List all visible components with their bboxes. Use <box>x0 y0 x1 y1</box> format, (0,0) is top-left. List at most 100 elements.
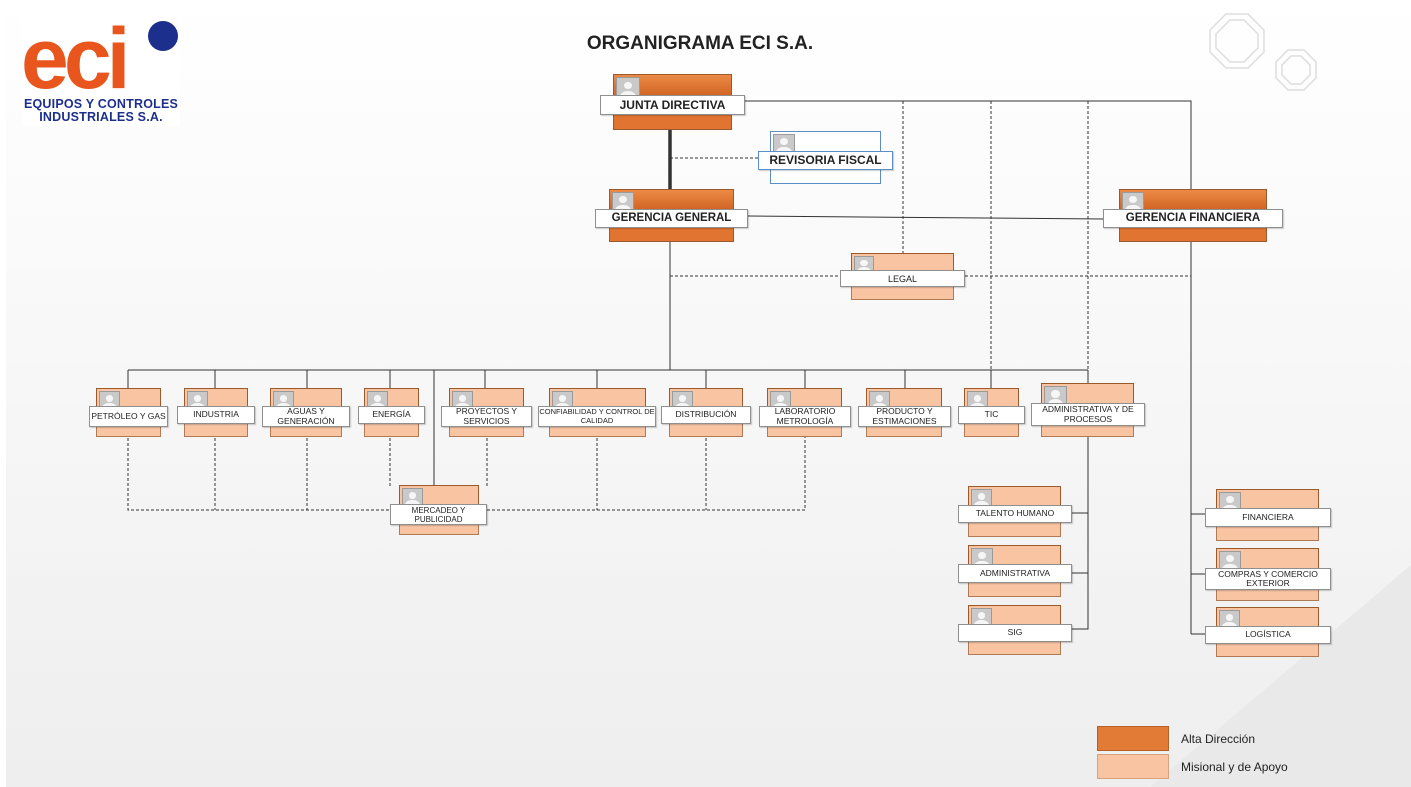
petroleo-y-gas-node: PETRÓLEO Y GAS <box>89 388 168 437</box>
producto-y-estimaciones-node-label: PRODUCTO Y ESTIMACIONES <box>858 406 951 427</box>
junta-directiva-node-label: JUNTA DIRECTIVA <box>600 95 745 115</box>
logistica-node-label: LOGÍSTICA <box>1205 626 1331 644</box>
compras-y-comercio-exterior-node-person-icon <box>1219 551 1241 573</box>
gerencia-general-node-bottom-tab <box>609 227 734 242</box>
industria-node-label: INDUSTRIA <box>177 406 255 424</box>
financiera-node-label: FINANCIERA <box>1205 508 1331 527</box>
person-icon-head <box>1051 390 1060 398</box>
aguas-y-generacion-node: AGUAS Y GENERACIÓN <box>262 388 350 437</box>
person-icon-body <box>1222 563 1238 572</box>
administrativa-node-text: ADMINISTRATIVA <box>979 567 1051 578</box>
legal-node: LEGAL <box>840 253 965 300</box>
dashed-advisory-lines <box>127 101 1191 511</box>
department-drop-lines <box>127 370 1089 390</box>
gerencia-general-node: GERENCIA GENERAL <box>595 189 748 242</box>
eci-logo-mark: eci <box>22 16 178 98</box>
laboratorio-metrologia-node-bottom-tab <box>767 426 842 437</box>
gerencia-general-node-header-bar <box>609 189 734 211</box>
legal-node-bottom-tab <box>851 286 954 300</box>
gerencia-general-node-text: GERENCIA GENERAL <box>611 212 732 225</box>
administrativa-sub-bus-line <box>1072 430 1089 630</box>
gerencia-financiera-node: GERENCIA FINANCIERA <box>1103 189 1283 242</box>
tic-node-text: TIC <box>984 409 999 420</box>
person-icon-head <box>973 395 982 402</box>
person-icon-head <box>623 81 633 90</box>
person-icon-head <box>105 395 114 402</box>
administrativa-y-de-procesos-node-label: ADMINISTRATIVA Y DE PROCESOS <box>1031 403 1145 426</box>
proyectos-y-servicios-node-text: PROYECTOS Y SERVICIOS <box>455 406 518 426</box>
person-icon-head <box>558 395 567 402</box>
compras-y-comercio-exterior-node-text: COMPRAS Y COMERCIO EXTERIOR <box>1218 568 1318 588</box>
gerencia-financiera-node-label: GERENCIA FINANCIERA <box>1103 209 1283 228</box>
distribucion-node-text: DISTRIBUCIÓN <box>675 409 737 420</box>
person-icon-head <box>1129 196 1137 204</box>
logo-name-line2: INDUSTRIALES S.A. <box>39 110 163 124</box>
proyectos-y-servicios-node: PROYECTOS Y SERVICIOS <box>441 388 532 437</box>
administrativa-y-de-procesos-node-text: ADMINISTRATIVA Y DE PROCESOS <box>1042 404 1134 424</box>
talento-humano-node-text: TALENTO HUMANO <box>975 508 1055 519</box>
person-icon-head <box>977 493 986 500</box>
administrativa-node-bottom-tab <box>968 582 1061 597</box>
logistica-node: LOGÍSTICA <box>1205 607 1331 657</box>
logistica-node-bottom-tab <box>1216 643 1319 657</box>
compras-y-comercio-exterior-node-bottom-tab <box>1216 589 1319 601</box>
aguas-y-generacion-node-text: AGUAS Y GENERACIÓN <box>277 406 335 426</box>
petroleo-y-gas-node-bottom-tab <box>96 426 161 437</box>
talento-humano-node-label: TALENTO HUMANO <box>958 505 1072 523</box>
legal-node-label: LEGAL <box>840 270 965 287</box>
energia-node-text: ENERGÍA <box>372 409 411 420</box>
background-wedge <box>1150 565 1411 787</box>
junta-to-finance-line <box>745 100 1192 634</box>
energia-node: ENERGÍA <box>358 388 425 437</box>
compras-y-comercio-exterior-node: COMPRAS Y COMERCIO EXTERIOR <box>1205 548 1331 601</box>
person-icon-head <box>776 395 785 402</box>
person-icon-head <box>875 395 884 402</box>
person-icon-head <box>678 395 687 402</box>
laboratorio-metrologia-node-label: LABORATORIO METROLOGÍA <box>759 406 851 427</box>
person-icon-head <box>780 138 788 146</box>
sig-node-label: SIG <box>958 624 1072 642</box>
person-icon-head <box>408 492 417 499</box>
logo-blue-dot <box>148 21 178 51</box>
logo-name-line1: EQUIPOS Y CONTROLES <box>23 97 179 111</box>
industria-node-bottom-tab <box>184 423 248 437</box>
confiabilidad-node: CONFIABILIDAD Y CONTROL DE CALIDAD <box>538 388 656 437</box>
producto-y-estimaciones-node-bottom-tab <box>866 426 942 437</box>
person-icon-body <box>1125 204 1141 213</box>
financiera-node-text: FINANCIERA <box>1242 511 1294 522</box>
revisoria-fiscal-node-person-icon <box>773 134 795 156</box>
person-icon-head <box>193 395 202 402</box>
revisoria-fiscal-node-label: REVISORIA FISCAL <box>758 151 893 170</box>
person-icon-head <box>279 395 288 402</box>
administrativa-y-de-procesos-node: ADMINISTRATIVA Y DE PROCESOS <box>1031 383 1145 437</box>
distribucion-node-label: DISTRIBUCIÓN <box>661 406 751 424</box>
legend-alta-label: Alta Dirección <box>1181 732 1256 746</box>
energia-node-label: ENERGÍA <box>358 406 425 424</box>
proyectos-y-servicios-node-label: PROYECTOS Y SERVICIOS <box>441 406 532 427</box>
aguas-y-generacion-node-bottom-tab <box>270 426 342 437</box>
legend-alta-swatch <box>1097 726 1169 751</box>
person-icon-head <box>1226 496 1234 504</box>
confiabilidad-node-text: CONFIABILIDAD Y CONTROL DE CALIDAD <box>539 407 655 425</box>
mercadeo-y-publicidad-node-text: MERCADEO Y PUBLICIDAD <box>411 505 466 524</box>
person-icon-head <box>373 395 382 402</box>
talento-humano-node: TALENTO HUMANO <box>958 486 1072 537</box>
distribucion-node-bottom-tab <box>669 423 743 437</box>
producto-y-estimaciones-node: PRODUCTO Y ESTIMACIONES <box>858 388 951 437</box>
page-left-margin <box>0 0 6 787</box>
energia-node-bottom-tab <box>364 423 419 437</box>
person-icon-head <box>458 395 467 402</box>
industria-node: INDUSTRIA <box>177 388 255 437</box>
person-icon-head <box>978 552 986 560</box>
page-title: ORGANIGRAMA ECI S.A. <box>586 33 814 54</box>
junta-directiva-node-header-bar <box>613 74 732 97</box>
confiabilidad-node-bottom-tab <box>549 426 646 437</box>
compras-y-comercio-exterior-node-label: COMPRAS Y COMERCIO EXTERIOR <box>1205 568 1331 590</box>
sig-node: SIG <box>958 605 1072 655</box>
tic-node-bottom-tab <box>964 423 1019 437</box>
laboratorio-metrologia-node-text: LABORATORIO METROLOGÍA <box>774 406 836 426</box>
logistica-node-header-bar <box>1216 607 1319 628</box>
administrativa-y-de-procesos-node-bottom-tab <box>1041 425 1134 437</box>
